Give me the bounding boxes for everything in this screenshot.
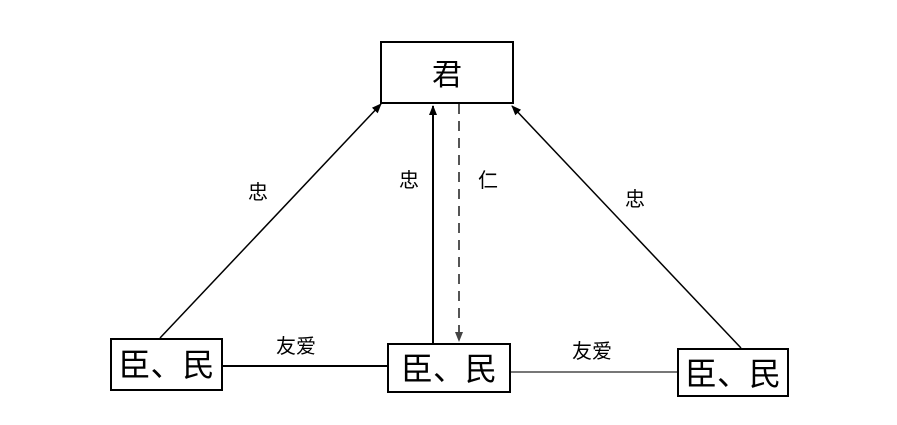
- label-right-loyalty: 忠: [625, 187, 645, 211]
- node-ruler-label: 君: [432, 58, 462, 93]
- node-middle-subjects: 臣、民: [387, 343, 511, 393]
- label-left-loyalty: 忠: [248, 180, 268, 204]
- label-middle-loyalty: 忠: [399, 168, 419, 192]
- edge-left-to-ruler: [159, 103, 382, 339]
- node-right-subjects: 臣、民: [677, 348, 789, 397]
- edge-right-to-ruler: [511, 105, 742, 349]
- label-friendship-right: 友爱: [572, 339, 612, 363]
- node-ruler: 君: [380, 41, 514, 104]
- label-friendship-left: 友爱: [276, 334, 316, 358]
- node-left-subjects: 臣、民: [110, 338, 223, 391]
- node-left-label: 臣、民: [118, 346, 214, 384]
- node-right-label: 臣、民: [685, 355, 781, 393]
- node-middle-label: 臣、民: [401, 350, 497, 388]
- label-benevolence: 仁: [478, 168, 498, 192]
